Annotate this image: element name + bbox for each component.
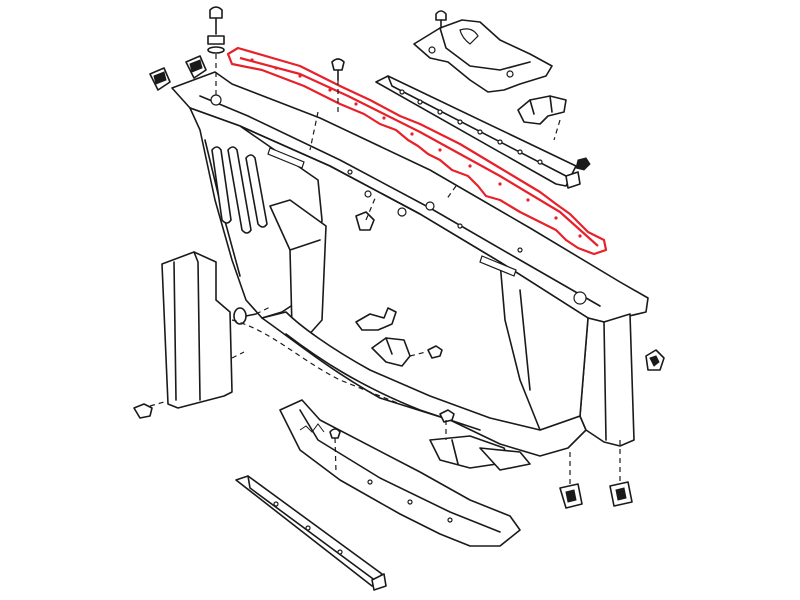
left-clip-nuts xyxy=(149,55,207,91)
seal-rivet-hole xyxy=(498,182,502,186)
center-push-retainer xyxy=(309,58,345,151)
lower-splash-strip xyxy=(235,475,387,591)
hood-latch-bracket xyxy=(413,10,553,93)
radiator-support-frame xyxy=(171,71,649,471)
left-air-baffle xyxy=(133,251,245,419)
seal-rivet-hole xyxy=(354,102,358,106)
upper-reinforcement-strip xyxy=(375,75,581,189)
upper-tie-bar-seal[interactable] xyxy=(226,46,608,256)
seal-rivet-hole xyxy=(438,148,442,152)
seal-rivet-hole xyxy=(468,164,472,168)
seal-rivet-hole xyxy=(526,198,530,202)
seal-rivet-hole xyxy=(554,216,558,220)
right-side-hardware xyxy=(439,349,665,509)
center-mount-brackets xyxy=(355,307,443,367)
seal-rivet-hole xyxy=(298,74,302,78)
top-bolt-assembly xyxy=(207,6,225,96)
lower-air-deflector xyxy=(279,399,521,547)
latch-support-clip xyxy=(517,95,567,125)
assembly-guide-lines xyxy=(231,119,561,405)
seal-rivet-hole xyxy=(328,88,332,92)
seal-rivet-hole xyxy=(578,234,582,238)
seal-rivet-hole xyxy=(250,58,254,62)
seal-rivet-hole xyxy=(274,66,278,70)
left-push-pin xyxy=(233,305,273,325)
seal-rivet-hole xyxy=(410,132,414,136)
hardware-nuts xyxy=(355,157,591,231)
seal-rivet-hole xyxy=(382,116,386,120)
